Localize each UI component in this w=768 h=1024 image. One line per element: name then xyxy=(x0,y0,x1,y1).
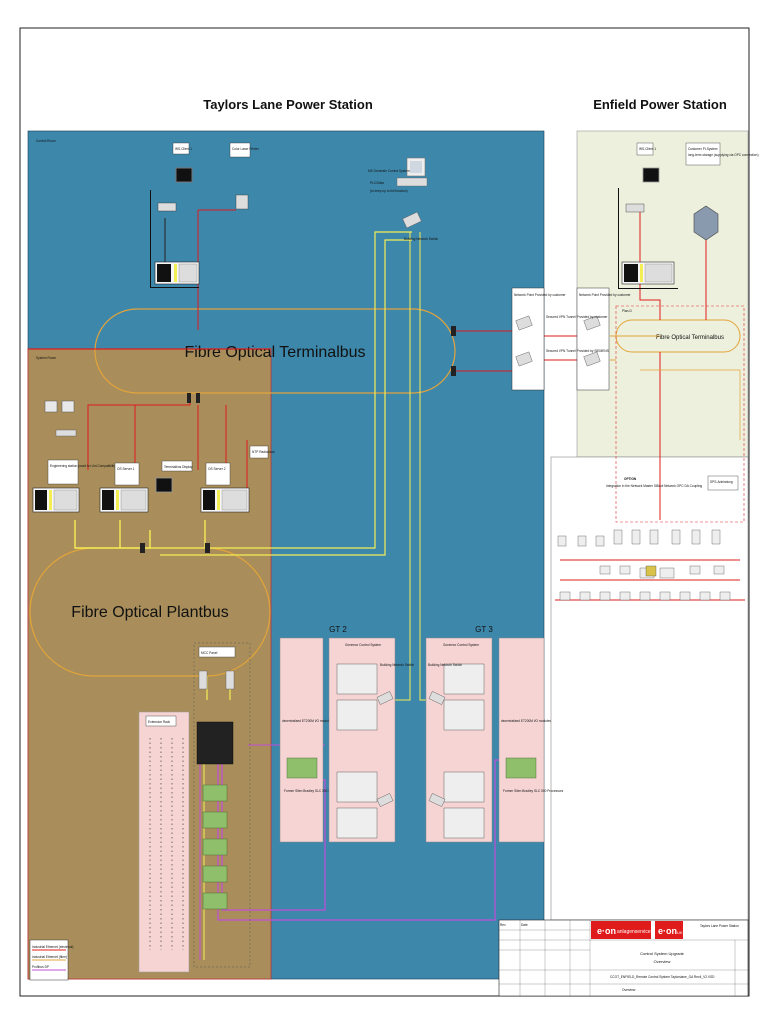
network-point-right xyxy=(576,287,610,391)
tb-rev: Rev xyxy=(500,923,506,927)
enfield-hmi-label: SPS-Anbindung xyxy=(710,480,733,484)
ntp-box xyxy=(249,445,269,459)
control-room-label: Control Room xyxy=(36,139,56,143)
ntp-label: NTP Radioclock xyxy=(252,450,275,454)
control-room-devices: WS-Client 1 Color Laser Printer MS Gener… xyxy=(150,142,631,403)
system-room-label: System Room xyxy=(36,356,56,360)
enfield-devices: WS-Client 1 Customer PI-System long-term… xyxy=(555,142,759,601)
enfield-plan-label: Plan-D xyxy=(622,309,632,313)
tb-sheet: Overview xyxy=(622,988,636,992)
eon-logo-1-sub: anlagenservice xyxy=(617,929,651,935)
mcc-box xyxy=(198,646,236,658)
enfield-ws-label: WS-Client 1 xyxy=(639,147,656,151)
eon-logo-2-sub: UK xyxy=(677,930,683,935)
enfield-pi-desc: long-term storage (supplying via OPC con… xyxy=(688,153,759,157)
terminalbus-ring xyxy=(94,308,456,394)
gt3-switch-label: Building Network Switch xyxy=(428,663,462,667)
tb-date: Date xyxy=(521,923,528,927)
rack-2 xyxy=(99,487,149,513)
keyboard-icon xyxy=(157,202,177,212)
gt2-gov-label: Governor Control System xyxy=(345,643,381,647)
gt2-switch-label: Building Network Switch xyxy=(380,663,414,667)
title-block: Rev Date e·on anlagenservice e·on UK Tay… xyxy=(498,919,749,997)
legend-l2: Industrial Ethernet (fibre) xyxy=(32,955,67,959)
eng-station-label: Engineering station (used for Uni-Compat… xyxy=(50,464,135,468)
gt2-panels: decentralised ET200M I/O modules Former … xyxy=(279,637,414,843)
eon-logo-2 xyxy=(655,921,683,939)
eon-logo-2-text: e·on xyxy=(658,926,677,936)
enfield-terminalbus-label: Fibre Optical Terminalbus xyxy=(656,335,724,341)
ext-label: Extension Rack xyxy=(148,720,171,724)
mcc-outline xyxy=(193,642,251,968)
os2-box xyxy=(205,462,231,486)
switch-label: Building Network Switch xyxy=(404,237,438,241)
mcc-label: MCC Panel xyxy=(201,651,218,655)
legend-l3: Profibus DP xyxy=(32,965,49,969)
network-point-right-label: Network Point Provided by customer xyxy=(579,293,631,297)
printer-box xyxy=(229,142,251,158)
legend-l1: Industrial Ethernet (electrical) xyxy=(32,945,73,949)
tb-subtitle: Overview xyxy=(654,959,671,964)
monitor-icon-3 xyxy=(61,400,75,413)
plantbus-label: Fibre Optical Plantbus xyxy=(71,604,228,621)
system-room-devices: Engineering station (used for Uni-Compat… xyxy=(32,400,275,973)
enfield-option-desc: Integration in the Network Master SiBoot… xyxy=(606,484,702,488)
gt3-label: GT 3 xyxy=(475,625,493,634)
gt2-io-label: decentralised ET200M I/O modules xyxy=(282,719,332,723)
plc-label: MS Generate Control System xyxy=(368,169,410,173)
taylors-title: Taylors Lane Power Station xyxy=(203,97,373,112)
eon-logo-1 xyxy=(591,921,651,939)
network-point-left xyxy=(511,287,545,391)
os1-label: OS Server 1 xyxy=(117,467,135,471)
vpn1-label: Secured VPN Tunnel Provided by customer xyxy=(546,315,608,319)
enfield-dashed-box xyxy=(615,305,745,523)
gt2-label: GT 2 xyxy=(329,625,347,634)
enfield-monitor-icon xyxy=(642,167,660,183)
term-label: Terminalbus Display xyxy=(164,465,193,469)
monitor-icon-2 xyxy=(44,400,58,413)
gt3-panels: Governor Control System Building Network… xyxy=(425,637,564,843)
monitor-icon xyxy=(175,167,193,183)
tb-drawing: CCGT_ENFIELD_Remote Control System Taylo… xyxy=(610,975,715,979)
gt2-former-label: Former Siten Bradley SLC 500 Processors xyxy=(284,789,345,793)
enfield-pi-label: Customer PI-System xyxy=(688,147,718,151)
enfield-network-area xyxy=(550,456,749,921)
legend: Industrial Ethernet (electrical) Industr… xyxy=(29,939,73,981)
printer-icon xyxy=(235,194,249,210)
printer-label: Color Laser Printer xyxy=(232,147,260,151)
os1-box xyxy=(114,462,140,486)
gt3-gov-label: Governor Control System xyxy=(443,643,479,647)
term-box xyxy=(161,460,193,472)
network-point-left-label: Network Point Provided by customer xyxy=(514,293,566,297)
rack-3 xyxy=(200,487,250,513)
io-cabinet xyxy=(138,711,190,973)
gt3-io-label: decentralised ET200M I/O modules xyxy=(501,719,551,723)
os2-label: OS Server 2 xyxy=(208,467,226,471)
ws-client-box xyxy=(172,142,190,155)
network-switch-icon xyxy=(402,211,422,229)
tb-site: Taylors Lane Power Station xyxy=(700,924,739,928)
plc-sub: PLC/Data xyxy=(370,181,384,185)
tb-project: Control System Upgrade xyxy=(640,951,685,956)
monitor-icon-4 xyxy=(155,477,173,493)
gt3-former-label: Former Siten Bradley SLC 500 Processors xyxy=(503,789,564,793)
vpn2-label: Secured VPN Tunnel Provided by SIEMENS xyxy=(546,349,609,353)
eon-logo-1-text: e·on xyxy=(597,926,616,936)
enfield-title: Enfield Power Station xyxy=(593,97,727,112)
eng-station-box xyxy=(47,459,79,485)
pi-server-icon xyxy=(693,205,719,241)
terminalbus-label: Fibre Optical Terminalbus xyxy=(184,344,365,361)
rack-1 xyxy=(32,487,80,513)
ws-client-label: WS-Client 1 xyxy=(175,147,192,151)
enfield-option-label: OPTION xyxy=(624,477,637,481)
plc-note: (to keep up to full function) xyxy=(370,189,408,193)
ext-rack-icon xyxy=(196,721,234,765)
